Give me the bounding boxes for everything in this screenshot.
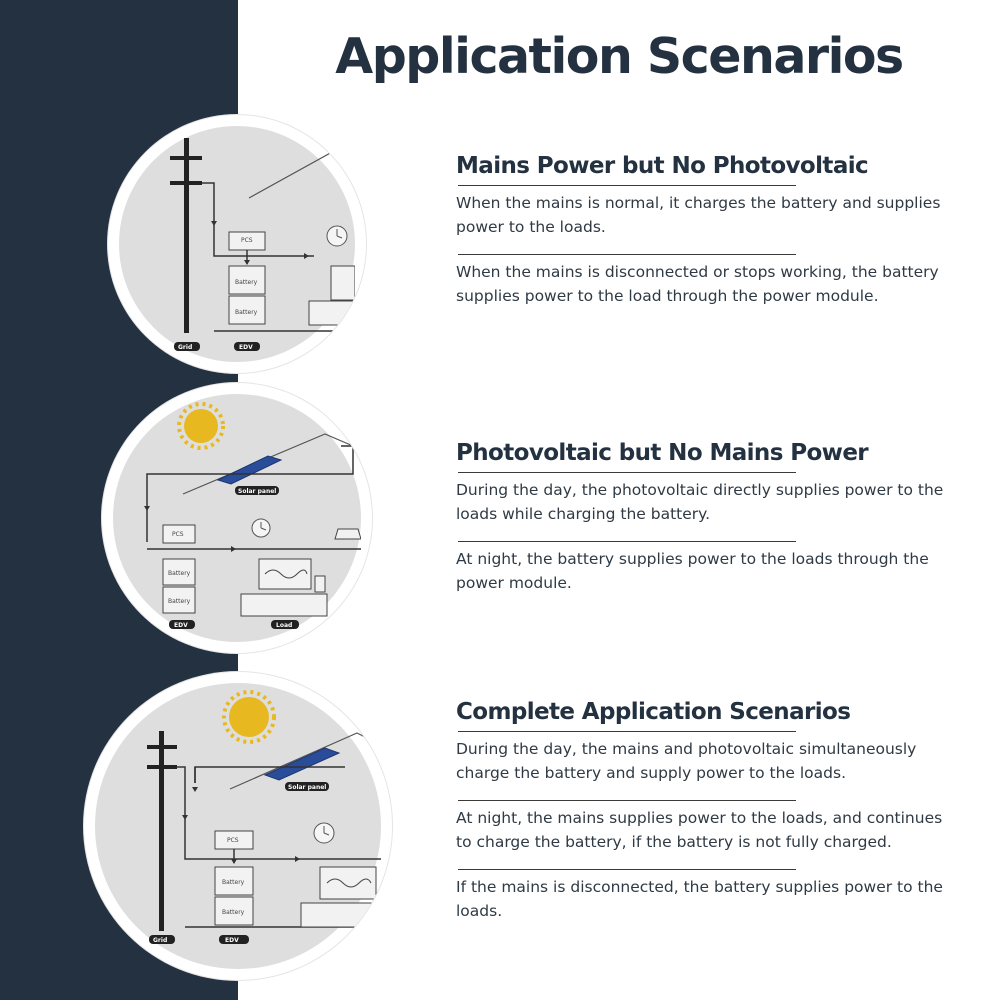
solar-panel-tag: Solar panel xyxy=(238,488,276,495)
illustration-complete: Solar panel PCS Battery Battery xyxy=(84,672,392,980)
divider xyxy=(458,472,796,473)
divider xyxy=(458,541,796,542)
grid-tag: Grid xyxy=(178,344,192,351)
battery-unit xyxy=(162,558,196,586)
pcs-unit xyxy=(162,524,196,544)
scenario-paragraph: When the mains is disconnected or stops … xyxy=(456,263,939,305)
cabinet-icon xyxy=(240,593,328,617)
battery-unit xyxy=(214,866,254,896)
battery-label: Battery xyxy=(235,309,258,316)
roof-line xyxy=(229,732,381,790)
pv-only-diagram: Solar panel PCS Battery Battery EDV Load xyxy=(113,394,361,642)
utility-pole-icon xyxy=(147,731,177,931)
pcs-label: PCS xyxy=(227,837,239,844)
scenario-title: Complete Application Scenarios xyxy=(456,699,851,725)
scenario-paragraph: At night, the mains supplies power to th… xyxy=(456,809,943,851)
divider xyxy=(458,185,796,186)
lamp-icon xyxy=(334,528,361,540)
illustration-pv-only: Solar panel PCS Battery Battery EDV Load xyxy=(102,383,372,653)
illustration-mains-only: PCS Battery Battery Grid EDV xyxy=(108,115,366,373)
sun-icon xyxy=(177,402,225,450)
complete-diagram: Solar panel PCS Battery Battery xyxy=(95,683,381,969)
battery-label: Battery xyxy=(168,570,191,577)
scenario-paragraph: During the day, the photovoltaic directl… xyxy=(456,481,944,523)
edv-tag: EDV xyxy=(174,622,188,629)
scenario-title: Photovoltaic but No Mains Power xyxy=(456,440,869,466)
edv-tag: EDV xyxy=(239,344,253,351)
solar-panel-icon xyxy=(263,747,341,781)
scenario-paragraph: At night, the battery supplies power to … xyxy=(456,550,929,592)
divider xyxy=(458,800,796,801)
roof-line xyxy=(248,150,355,199)
speaker-icon xyxy=(314,575,326,593)
battery-unit xyxy=(214,896,254,926)
divider xyxy=(458,254,796,255)
solar-panel-tag: Solar panel xyxy=(288,784,326,791)
scenario-paragraph: During the day, the mains and photovolta… xyxy=(456,740,917,782)
scenario-pv-only: Photovoltaic but No Mains Power During t… xyxy=(456,440,976,595)
battery-unit xyxy=(162,586,196,614)
clock-icon xyxy=(326,225,348,247)
load-tag: Load xyxy=(276,622,292,629)
scenario-title: Mains Power but No Photovoltaic xyxy=(456,153,869,179)
cabinet-icon xyxy=(300,902,381,928)
divider xyxy=(458,731,796,732)
scenario-paragraph: If the mains is disconnected, the batter… xyxy=(456,878,943,920)
battery-label: Battery xyxy=(222,909,245,916)
solar-panel-icon xyxy=(216,455,283,485)
battery-label: Battery xyxy=(222,879,245,886)
tv-icon xyxy=(330,265,355,301)
cabinet-icon xyxy=(308,300,355,326)
mains-only-diagram: PCS Battery Battery Grid EDV xyxy=(119,126,355,362)
battery-label: Battery xyxy=(168,598,191,605)
page-title: Application Scenarios xyxy=(335,28,904,85)
utility-pole-icon xyxy=(170,138,202,333)
clock-icon xyxy=(313,822,335,844)
tv-icon xyxy=(258,558,312,590)
tv-icon xyxy=(319,866,377,900)
divider xyxy=(458,869,796,870)
battery-unit xyxy=(228,295,266,325)
grid-tag: Grid xyxy=(153,937,167,944)
edv-tag: EDV xyxy=(225,937,239,944)
battery-label: Battery xyxy=(235,279,258,286)
pcs-label: PCS xyxy=(241,237,253,244)
scenario-mains-only: Mains Power but No Photovoltaic When the… xyxy=(456,153,976,308)
scenario-paragraph: When the mains is normal, it charges the… xyxy=(456,194,941,236)
sun-icon xyxy=(222,690,276,744)
battery-unit xyxy=(228,265,266,295)
pcs-label: PCS xyxy=(172,531,184,538)
clock-icon xyxy=(251,518,271,538)
scenario-complete: Complete Application Scenarios During th… xyxy=(456,699,976,923)
